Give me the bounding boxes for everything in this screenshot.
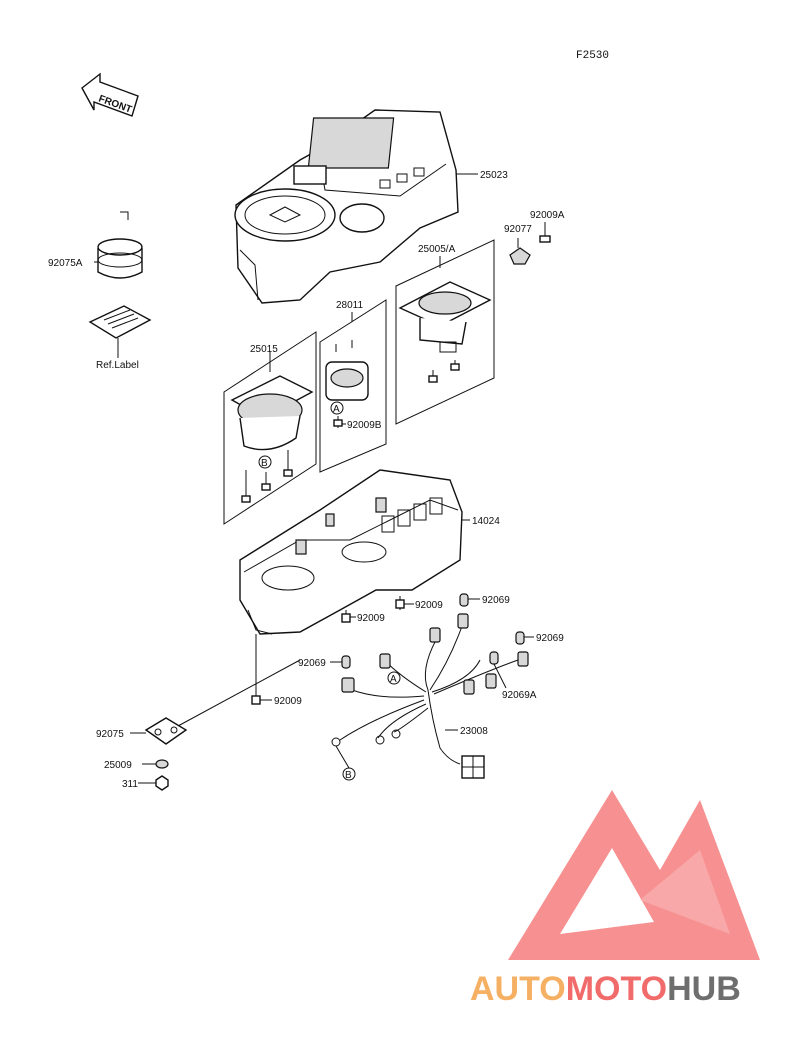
grommet-92077-part: [509, 247, 531, 265]
tachometer-part: [398, 281, 492, 353]
callout-25009: 25009: [104, 760, 132, 771]
screws-25005-part: [428, 360, 460, 383]
grommet-92069-a-part: [459, 593, 469, 607]
meter-case-part: [239, 469, 463, 635]
callout-92009A: 92009A: [530, 210, 565, 221]
grommet-92069-b-part: [515, 631, 525, 645]
callout-92009-b: 92009: [415, 600, 443, 611]
rubber-cap-part: [97, 238, 143, 279]
callout-92069-c: 92069: [298, 658, 326, 669]
meter-cover-part: [234, 109, 459, 304]
washer-25009-part: [155, 759, 169, 769]
watermark-auto: AUTO: [470, 970, 566, 1008]
callout-23008: 23008: [460, 726, 488, 737]
marker-A1: A: [333, 404, 340, 415]
screw-92009-c-part: [251, 688, 261, 705]
marker-A2: A: [390, 674, 397, 685]
screw-92009A-part: [539, 226, 551, 243]
callout-25023: 25023: [480, 170, 508, 181]
watermark-text: AUTOMOTOHUB: [470, 970, 741, 1008]
callout-92077: 92077: [504, 224, 532, 235]
marker-A2-circle: [387, 671, 401, 685]
speedometer-part: [230, 375, 314, 451]
callout-92069-a: 92069: [482, 595, 510, 606]
mount-rubber-92075-part: [144, 717, 188, 745]
screw-92009-b-part: [395, 596, 405, 610]
grommet-92069A-part: [489, 651, 499, 665]
screw-92009-a-part: [341, 610, 351, 623]
screws-25015-part: [241, 450, 293, 503]
callout-25015: 25015: [250, 344, 278, 355]
wiring-harness-part: [331, 613, 529, 779]
marker-B-circle: [258, 455, 272, 469]
reference-label-part: [88, 305, 152, 358]
callout-92075: 92075: [96, 729, 124, 740]
fuel-gauge-part: [325, 340, 369, 401]
callout-14024: 14024: [472, 516, 500, 527]
callout-92069-b: 92069: [536, 633, 564, 644]
callout-92009-a: 92009: [357, 613, 385, 624]
automotohub-logo-icon: [508, 790, 760, 960]
marker-B2-circle: [342, 767, 356, 781]
watermark-hub: HUB: [667, 970, 741, 1008]
nut-311-part: [155, 775, 169, 791]
watermark-moto: MOTO: [566, 970, 667, 1008]
callout-92009B: 92009B: [347, 420, 382, 431]
callout-311: 311: [122, 779, 138, 790]
figure-code: F2530: [576, 50, 609, 62]
callout-92009-c: 92009: [274, 696, 302, 707]
callout-28011: 28011: [336, 300, 364, 311]
marker-B1: B: [261, 458, 268, 469]
callout-92069A: 92069A: [502, 690, 537, 701]
callout-25005A: 25005/A: [418, 244, 456, 255]
front-arrow-icon: FRONT: [81, 72, 139, 117]
marker-A-circle: [330, 401, 344, 415]
grommet-92069-c-part: [341, 655, 351, 669]
ref-label-callout: Ref.Label: [96, 360, 139, 371]
marker-B2: B: [345, 770, 352, 781]
callout-92075A: 92075A: [48, 258, 83, 269]
